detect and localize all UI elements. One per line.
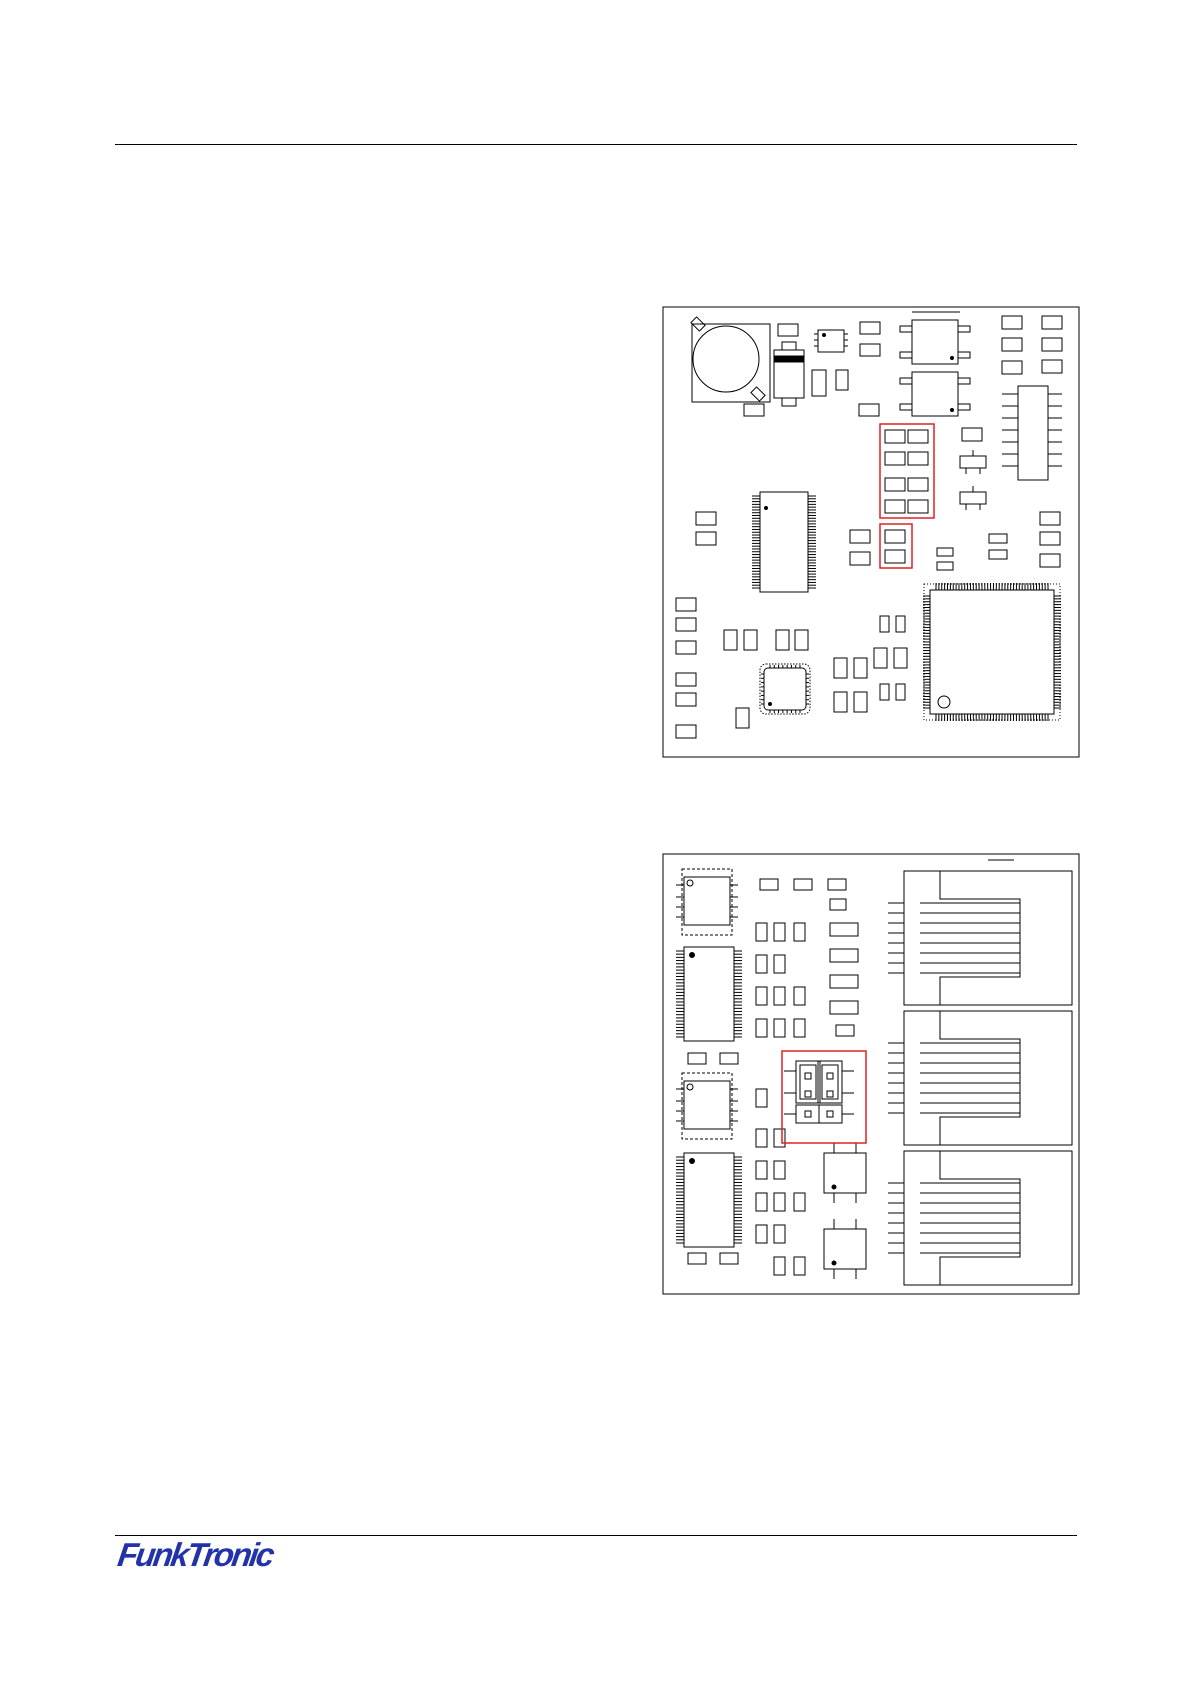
- funktronic-logo: FunkTronic: [115, 1536, 274, 1574]
- rj-jack-3: [904, 1151, 1072, 1285]
- transistor-b: [960, 486, 986, 510]
- connector-right: [1002, 386, 1062, 480]
- small-ic-top: [676, 869, 738, 935]
- module-a: [900, 320, 970, 364]
- module-c: [824, 1143, 866, 1203]
- pcb-diagram-top: [662, 306, 1080, 758]
- transistor-a: [960, 450, 986, 474]
- module-d: [824, 1219, 866, 1279]
- small-ic-mid: [676, 1073, 738, 1139]
- header-rule: [115, 144, 1077, 145]
- qfp-processor: [924, 584, 1060, 720]
- module-b: [900, 372, 970, 416]
- ssop-ic-1: [684, 947, 734, 1041]
- board-outline: [663, 854, 1079, 1294]
- jumper-header: [784, 1061, 854, 1123]
- pcb-diagram-interface: [662, 853, 1080, 1295]
- rj-jack-2: [904, 1011, 1072, 1145]
- highlight-jumper-group-1: [880, 424, 934, 518]
- ssop-ic-2: [684, 1153, 734, 1247]
- small-ic: [814, 330, 848, 352]
- qfn-ic: [760, 664, 810, 714]
- diode: [774, 342, 804, 406]
- rj-jack-1: [904, 871, 1072, 1005]
- ssop-ic: [760, 492, 808, 592]
- inductor: [691, 317, 770, 402]
